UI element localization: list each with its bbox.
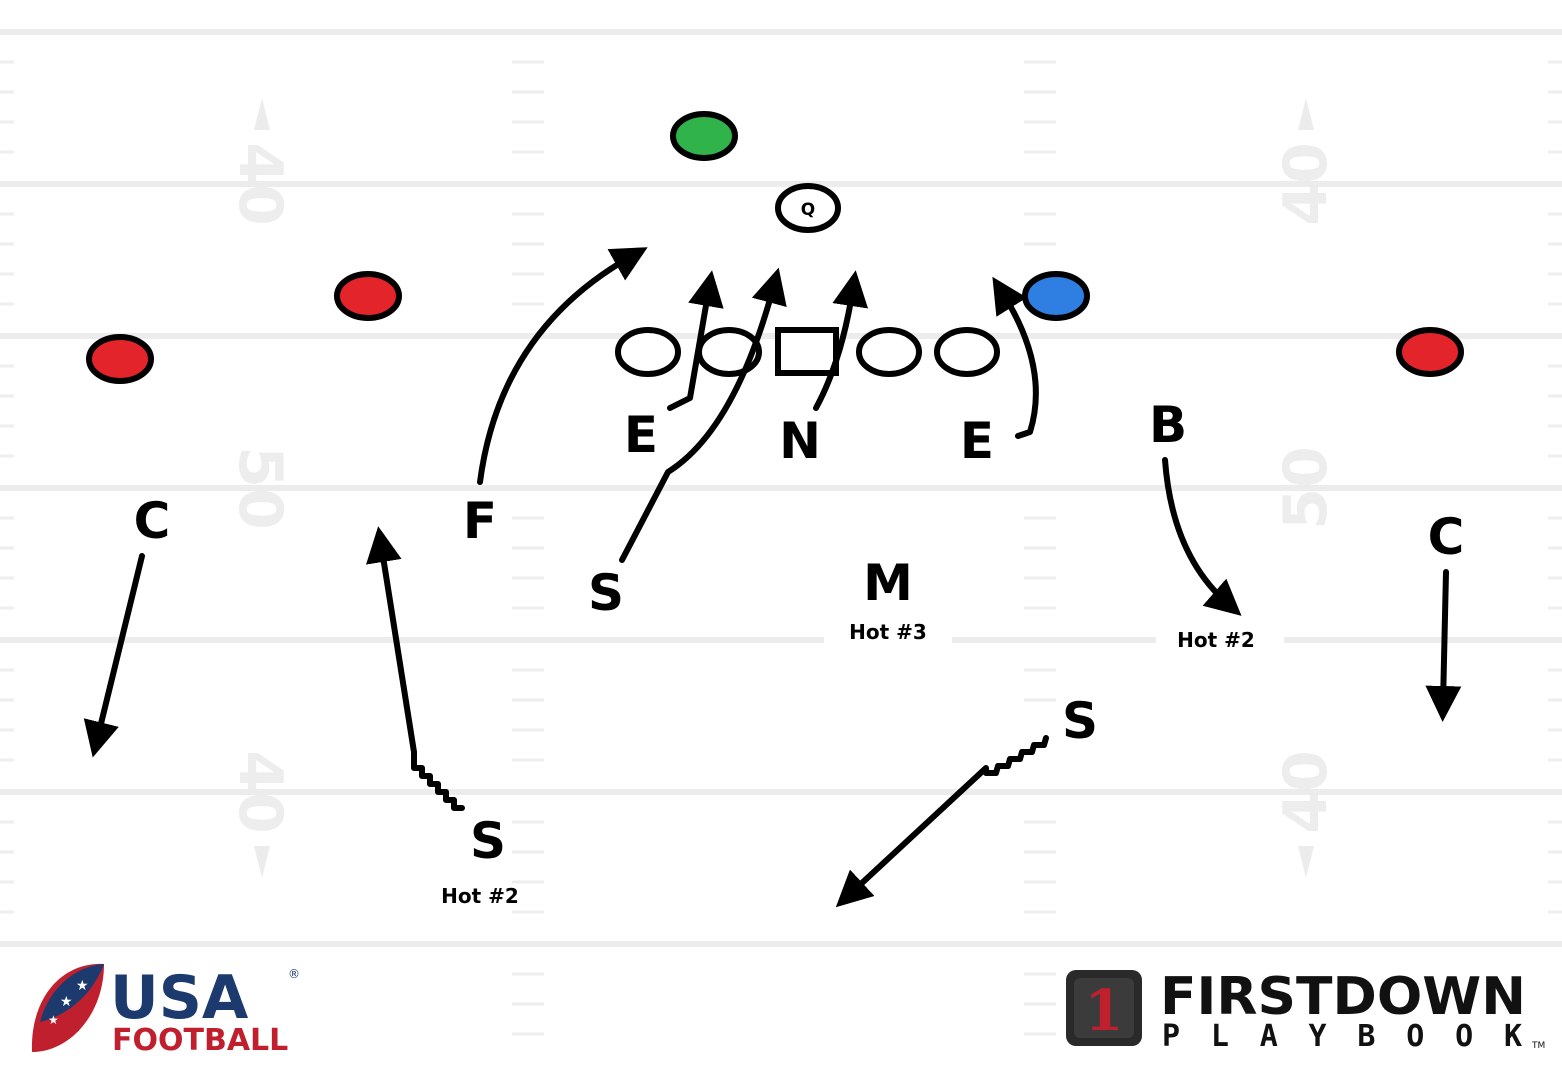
hot-label-bg-buck: [1156, 624, 1284, 656]
defender-label-corner-right: C: [1428, 508, 1465, 566]
hot-label-safety-left: Hot #2: [441, 884, 519, 908]
firstdown-wordmark: FIRSTDOWN: [1160, 967, 1526, 1027]
offensive-line: [615, 327, 1000, 377]
quarterback-circle: [775, 183, 841, 233]
defender-label-end-right: E: [960, 412, 994, 470]
firstdown-trademark: TM: [1531, 1041, 1545, 1051]
usa-football-logo: ★ ★ ★ USA ® FOOTBALL: [31, 963, 300, 1058]
route-left-end: [667, 270, 724, 411]
route-corner-left: [83, 553, 145, 758]
center-square: [775, 327, 839, 376]
yard-arrow-right-bottom: [1298, 846, 1314, 878]
route-nose: [813, 270, 869, 411]
yard-arrow-left-bottom: [254, 846, 270, 878]
defender-label-end-left: E: [624, 406, 658, 464]
route-safety-left: [366, 526, 465, 811]
receiver-blue-tight-end: [1022, 271, 1090, 321]
yard-arrow-right-top: [1298, 98, 1314, 130]
hot-label-bg-mike: [824, 616, 952, 648]
route-buck: [1162, 457, 1242, 616]
running-back-green: [670, 111, 738, 161]
yard-number-left-top: 40: [225, 142, 295, 226]
defender-label-corner-left: C: [134, 492, 171, 550]
yard-number-right-top: 40: [1271, 142, 1341, 226]
usa-football-subtitle: FOOTBALL: [112, 1023, 288, 1058]
quarterback-label: Q: [801, 200, 815, 220]
hot-label-mike: Hot #3: [849, 620, 927, 644]
route-sam-blitz: [619, 267, 787, 563]
usa-football-star-3: ★: [48, 1013, 59, 1027]
yard-number-left-mid: 50: [225, 446, 295, 530]
firstdown-badge-number: 1: [1085, 978, 1124, 1044]
defender-label-safety-left: S: [470, 812, 506, 870]
offensive-lineman-left-tackle: [615, 327, 681, 377]
usa-football-registered: ®: [288, 967, 300, 981]
defender-label-free: F: [463, 492, 497, 550]
receiver-red-far-right: [1396, 327, 1464, 377]
defender-label-sam-inside: S: [588, 564, 624, 622]
usa-football-wordmark: USA: [110, 963, 249, 1033]
receiver-red-far-left: [86, 334, 154, 384]
offensive-lineman-right-tackle: [934, 327, 1000, 377]
route-corner-right: [1425, 569, 1462, 722]
defender-label-safety-right: S: [1062, 692, 1098, 750]
usa-football-ball-field: [40, 964, 104, 1022]
yard-arrow-left-top: [254, 98, 270, 130]
route-right-end: [992, 276, 1039, 439]
yard-number-right-mid: 50: [1271, 446, 1341, 530]
yard-numbers: 40 50 40 40 50 40: [225, 98, 1341, 878]
routes: [83, 247, 1462, 908]
firstdown-badge-inner: [1074, 978, 1134, 1038]
usa-football-star-2: ★: [76, 978, 89, 994]
route-safety-right: [835, 735, 1049, 908]
defender-label-nose: N: [779, 412, 821, 470]
usa-football-star-1: ★: [60, 994, 73, 1010]
route-free: [477, 247, 648, 485]
hot-label-buck: Hot #2: [1177, 628, 1255, 652]
hash-marks: [0, 60, 1562, 1036]
defense-labels: E N E F S M B C C S S: [134, 396, 1465, 870]
receiver-red-slot-left: [334, 271, 402, 321]
defender-label-mike: M: [863, 554, 913, 612]
defender-label-buck: B: [1149, 396, 1187, 454]
yard-number-left-bottom: 40: [225, 750, 295, 834]
offensive-lineman-right-guard: [856, 327, 922, 377]
yard-number-right-bottom: 40: [1271, 750, 1341, 834]
